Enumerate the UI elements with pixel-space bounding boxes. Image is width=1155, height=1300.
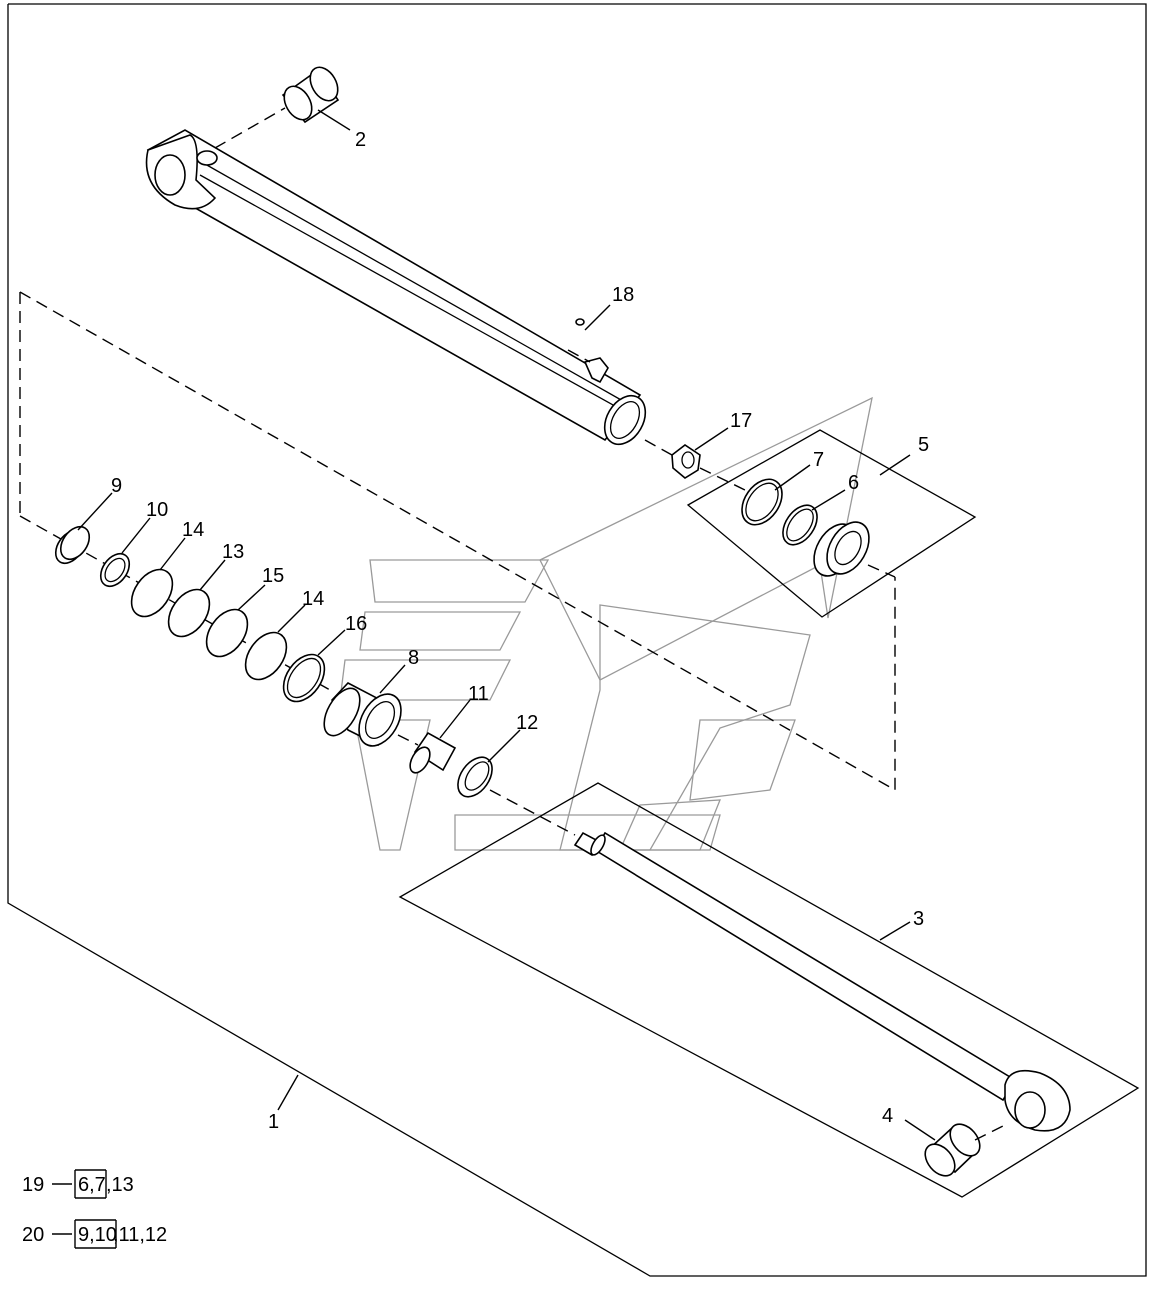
kit-20-number: 20 <box>22 1224 44 1246</box>
wiper-9 <box>54 525 91 565</box>
callout-14a: 14 <box>182 519 204 541</box>
callout-12: 12 <box>516 712 538 734</box>
cylinder-barrel <box>145 129 647 446</box>
callout-10: 10 <box>146 499 168 521</box>
watermark-logo <box>339 396 873 851</box>
callout-6: 6 <box>848 472 859 494</box>
callout-1: 1 <box>268 1111 279 1133</box>
kit-19-boxed-items: 6,7 <box>78 1174 106 1196</box>
bushing-2 <box>281 66 340 124</box>
callout-2: 2 <box>355 129 366 151</box>
fitting-18 <box>575 318 585 326</box>
piston-rod-3 <box>573 831 1017 1102</box>
rod-eye <box>1004 1069 1071 1132</box>
bushing-11 <box>409 731 457 774</box>
ring-6 <box>782 504 818 546</box>
wiper-12 <box>457 756 493 798</box>
leader-lines <box>52 109 936 1235</box>
callout-16: 16 <box>345 613 367 635</box>
assembly-frame <box>7 3 1147 1277</box>
callout-5: 5 <box>918 434 929 456</box>
kit-20-boxed-items: 9,10 <box>78 1224 117 1246</box>
callout-8: 8 <box>408 647 419 669</box>
seal-kit-dashed-outline <box>19 291 896 792</box>
ring-15 <box>205 608 249 658</box>
ring-7 <box>741 478 783 526</box>
bushing-4 <box>924 1123 981 1177</box>
callout-17: 17 <box>730 410 752 432</box>
kit-20-other-items: ,11,12 <box>113 1224 167 1246</box>
ring-16 <box>282 653 326 703</box>
ring-14b <box>244 631 288 681</box>
callout-11: 11 <box>468 683 489 705</box>
callout-9: 9 <box>111 475 122 497</box>
kit-19-number: 19 <box>22 1174 44 1196</box>
kit-19-other-items: ,13 <box>106 1174 134 1196</box>
kit-reference-19: 19 6,7 ,13 <box>22 1169 134 1199</box>
piston-5 <box>813 521 870 577</box>
callout-7: 7 <box>813 449 824 471</box>
piston-box-5 <box>686 429 977 618</box>
callout-4: 4 <box>882 1105 893 1127</box>
callout-15: 15 <box>262 565 284 587</box>
kit-reference-20: 20 9,10 ,11,12 <box>22 1219 167 1249</box>
ring-14a <box>130 568 174 618</box>
seal-10 <box>99 552 131 588</box>
callout-13: 13 <box>222 541 244 563</box>
callout-3: 3 <box>913 908 924 930</box>
rod-box-3 <box>398 782 1140 1198</box>
callout-14b: 14 <box>302 588 324 610</box>
gland-8 <box>323 682 402 747</box>
ring-13 <box>167 588 211 638</box>
nut-17 <box>671 444 701 479</box>
callout-18: 18 <box>612 284 634 306</box>
